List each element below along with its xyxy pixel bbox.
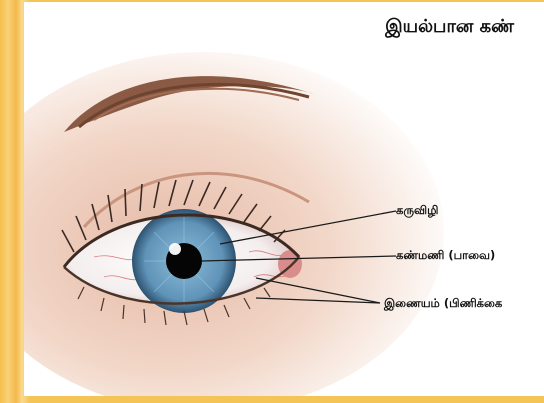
eye-illustration <box>24 2 544 396</box>
label-iris: கருவிழி <box>396 203 438 219</box>
diagram-title: இயல்பான கண் <box>385 16 514 39</box>
label-pupil: கண்மணி (பாவை) <box>396 248 495 264</box>
label-conjunctiva: இணையம் (பிணிக்கை <box>384 296 502 312</box>
diagram-panel: இயல்பான கண் கருவிழி கண்மணி (பாவை) இணையம்… <box>24 2 544 396</box>
